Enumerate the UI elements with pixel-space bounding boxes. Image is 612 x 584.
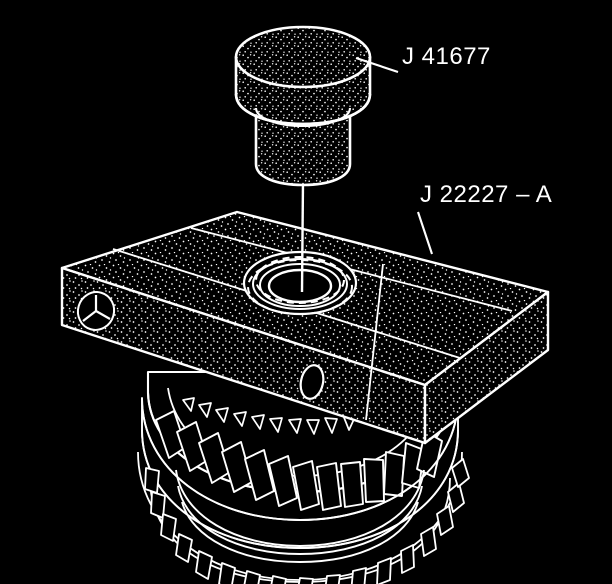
gear-hub-rings: [175, 469, 425, 563]
hex-socket-bolt: [76, 291, 116, 331]
callout-label-fixture: J 22227 – A: [420, 181, 553, 208]
plate-center-bore: [242, 250, 358, 316]
helical-gear-teeth-band: [141, 397, 459, 549]
upper-gear-teeth: [182, 397, 356, 435]
bore-opening: [267, 268, 333, 304]
plate-front-hole: [299, 364, 325, 400]
installer-cap-bottom-edge: [234, 93, 372, 126]
support-plate-fixture: [60, 210, 550, 445]
plate-right-front-face: [423, 290, 550, 445]
bearing-installer-driver: [234, 25, 372, 187]
installer-pilot-shoulder: [254, 107, 352, 128]
installer-pilot-body: [254, 106, 352, 187]
installer-cap-top: [234, 25, 372, 89]
center-shaft-line: [300, 179, 305, 293]
bearing-cage-segments: [247, 256, 353, 315]
lower-ring-gear: [137, 451, 470, 584]
leader-line-tool: [355, 57, 399, 73]
callout-label-tool: J 41677: [402, 43, 491, 70]
leader-line-fixture: [417, 211, 433, 255]
